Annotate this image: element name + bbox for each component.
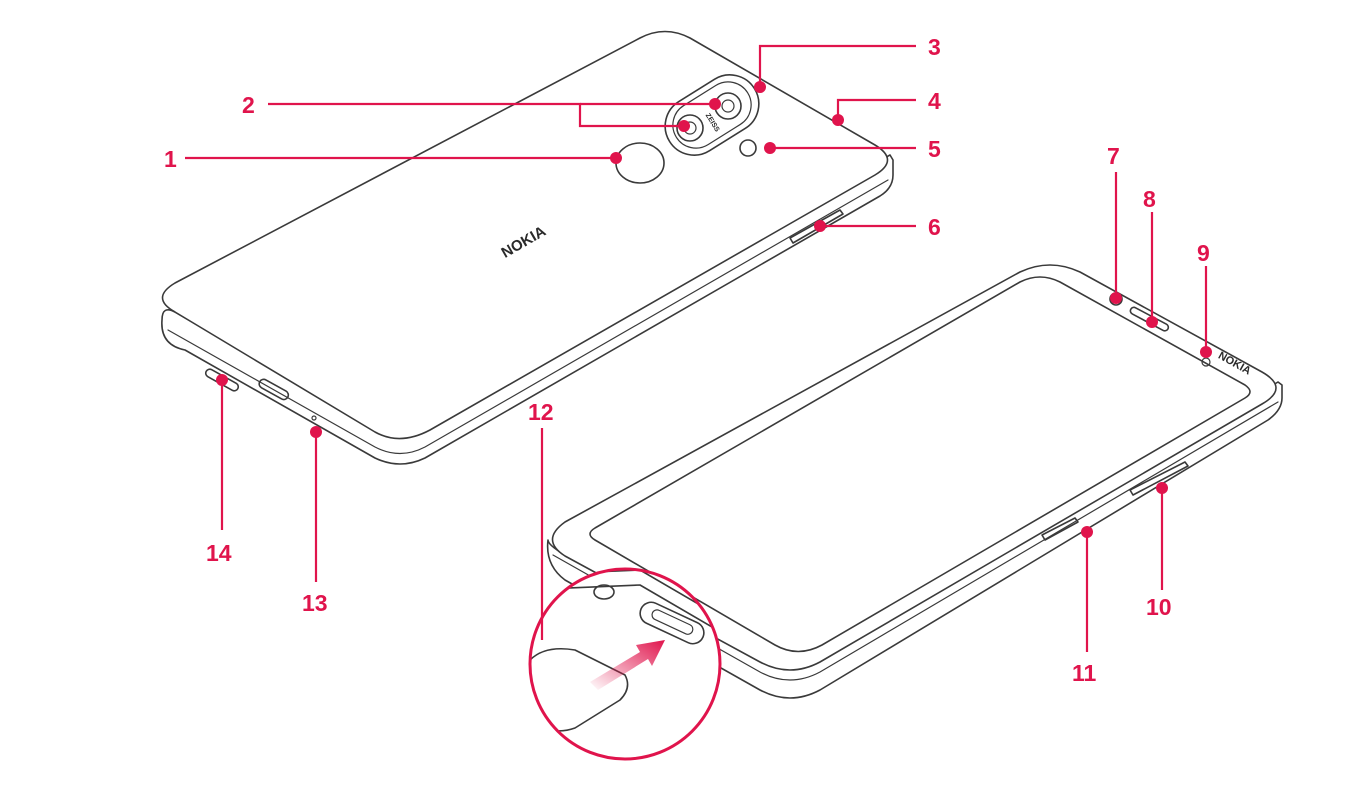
callout-8-label: 8	[1143, 186, 1156, 212]
camera-lens-top-inner	[721, 99, 735, 113]
back-mic-hole	[311, 415, 317, 421]
insert-arrow	[590, 640, 665, 690]
callout-1-label: 1	[164, 146, 177, 172]
callout-3-label: 3	[928, 34, 941, 60]
callout-3-line	[758, 44, 916, 85]
callout-13-dot	[310, 426, 322, 438]
callout-4-line	[836, 98, 916, 118]
camera-bump-inner	[672, 81, 752, 149]
callout-10-label: 10	[1146, 594, 1172, 620]
callout-14-dot	[216, 374, 228, 386]
callout-11-dot	[1081, 526, 1093, 538]
zoom-circle-border	[528, 567, 722, 761]
zoom-mic-hole	[593, 584, 615, 600]
callout-2-dot-b	[678, 120, 690, 132]
usb-zoom-inset	[528, 567, 722, 761]
callout-13-label: 13	[302, 590, 328, 616]
callout-2-label: 2	[242, 92, 255, 118]
callout-4-label: 4	[928, 88, 941, 114]
back-volume-key	[789, 209, 844, 244]
back-phone: ZEISS NOKIA	[161, 30, 894, 465]
back-phone-rim	[167, 179, 889, 455]
front-phone-rim	[552, 401, 1279, 681]
zoom-usb-port-outer	[639, 601, 705, 645]
zoom-usb-port-inner	[651, 609, 694, 635]
callout-12-label: 12	[528, 399, 554, 425]
callout-14-label: 14	[206, 540, 232, 566]
callout-10-dot	[1156, 482, 1168, 494]
camera-lens-bottom	[676, 114, 704, 142]
callout-11-label: 11	[1072, 660, 1097, 686]
callout-5-label: 5	[928, 136, 941, 162]
front-phone: NOKIA	[546, 264, 1283, 699]
front-volume-key	[1129, 461, 1189, 496]
callout-7-label: 7	[1107, 143, 1120, 169]
front-display	[589, 276, 1251, 653]
back-usb-port	[258, 378, 290, 401]
callout-5-dot	[764, 142, 776, 154]
callout-6-label: 6	[928, 214, 941, 240]
callout-7-dot	[1110, 292, 1122, 304]
callout-2-line	[268, 102, 684, 128]
front-power-key	[1041, 517, 1079, 541]
camera-flash	[739, 139, 757, 157]
back-phone-surface	[161, 30, 889, 440]
callout-9-label: 9	[1197, 240, 1210, 266]
callouts: 1 2 3 4 5 6 7 8 9	[164, 34, 1212, 686]
front-phone-surface	[551, 264, 1277, 671]
callout-3-dot	[754, 81, 766, 93]
callout-9-dot	[1200, 346, 1212, 358]
callout-6-dot	[814, 220, 826, 232]
callout-2-dot-a	[709, 98, 721, 110]
callout-4-dot	[832, 114, 844, 126]
callout-1-dot	[610, 152, 622, 164]
callout-8-dot	[1146, 316, 1158, 328]
